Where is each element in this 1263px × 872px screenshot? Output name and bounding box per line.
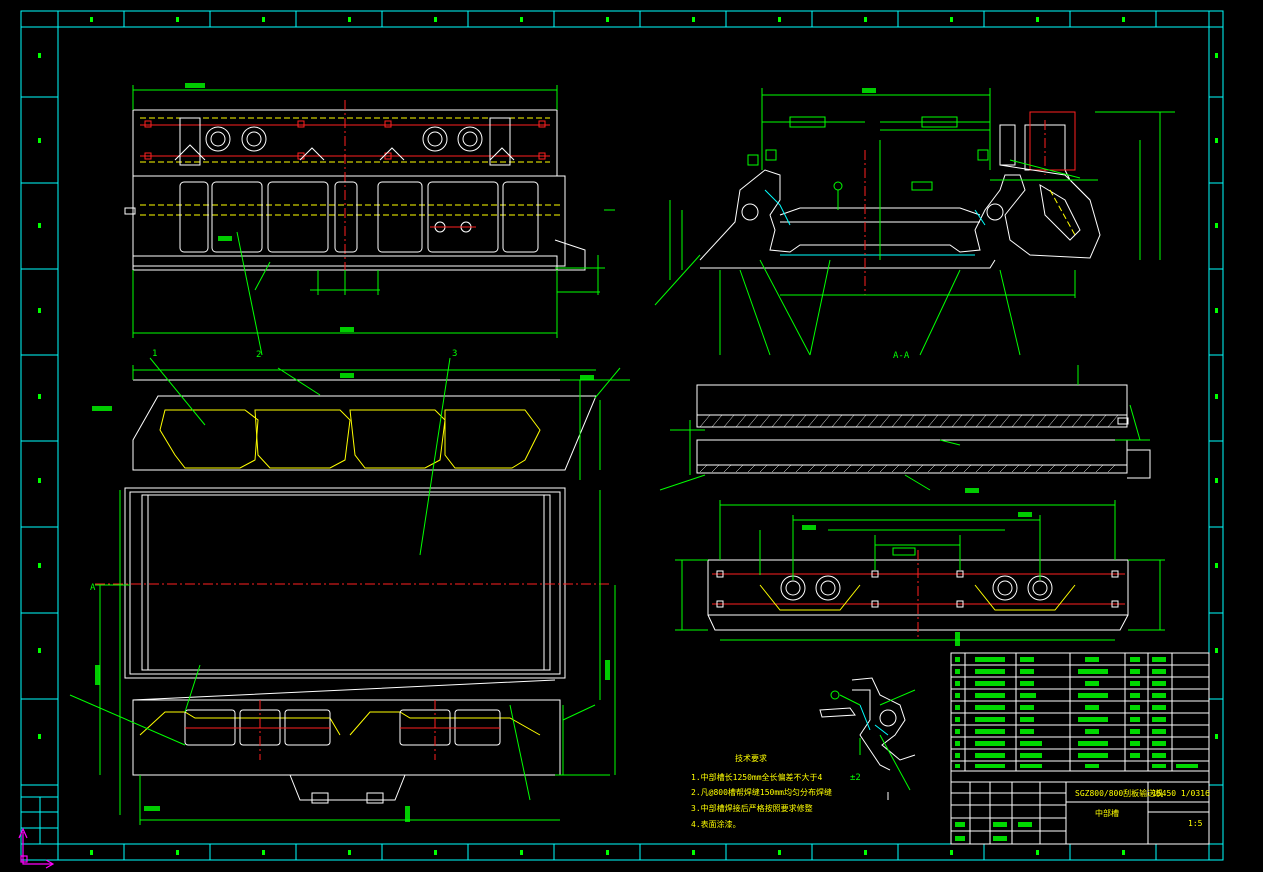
title-product-name: SGZ800/800刮板输送机	[1075, 788, 1163, 798]
title-block[interactable]: SGZ800/800刮板输送机 中部槽 15450 1/0316 1:5	[950, 652, 1210, 845]
balloon-1: 1	[152, 349, 157, 359]
title-part-name: 中部槽	[1095, 808, 1119, 818]
view-side[interactable]	[659, 365, 1151, 493]
section-marker-A: A	[90, 583, 96, 593]
view-plan[interactable]: A 1 3	[69, 349, 630, 825]
view-section-AA[interactable]: A-A	[654, 88, 1175, 361]
balloon-3: 3	[452, 349, 457, 359]
tech-requirement-1: 1.中部槽长1250mm全长偏差不大于4	[691, 772, 823, 782]
drawing-frame	[20, 10, 1224, 861]
title-scale: 1:5	[1188, 819, 1203, 828]
balloon-2: 2	[256, 350, 261, 360]
view-detail[interactable]: ±2	[819, 677, 916, 800]
view-top[interactable]: 2	[124, 83, 615, 360]
tech-requirement-3: 3.中部槽焊接后严格按照要求修整	[691, 803, 813, 813]
tech-requirement-4: 4.表面涂漆。	[691, 819, 741, 829]
tech-requirement-2: 2.凡@800槽帮焊缝150mm均匀分布焊缝	[691, 787, 832, 797]
tech-requirements-title: 技术要求	[735, 753, 767, 763]
tech-requirements: 技术要求 1.中部槽长1250mm全长偏差不大于4 2.凡@800槽帮焊缝150…	[691, 753, 832, 829]
detail-tolerance: ±2	[850, 773, 861, 783]
title-drawing-number: 15450 1/0316	[1152, 789, 1210, 798]
section-view-label: A-A	[893, 351, 910, 361]
view-bottom-elevation[interactable]	[675, 500, 1165, 646]
ucs-icon	[18, 827, 55, 869]
